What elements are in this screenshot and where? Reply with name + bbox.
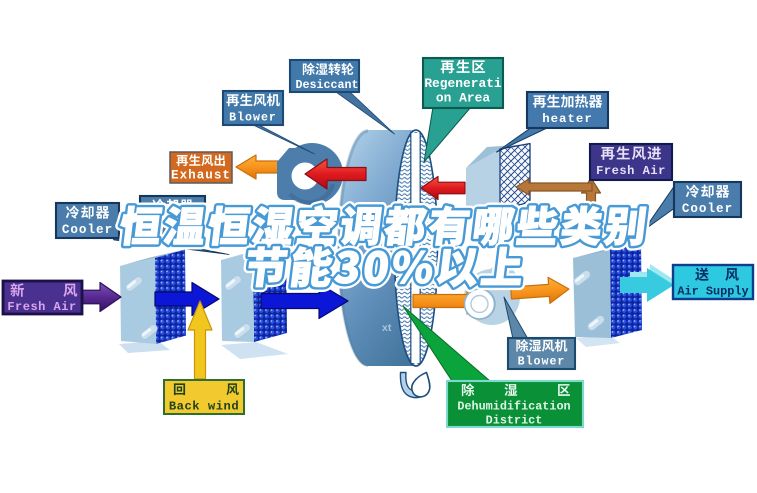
svg-text:Blower: Blower <box>518 356 566 369</box>
svg-text:Back wind: Back wind <box>169 400 239 414</box>
svg-text:Regenerati: Regenerati <box>424 76 502 91</box>
svg-text:Cooler: Cooler <box>682 202 733 216</box>
svg-text:xt: xt <box>382 322 392 334</box>
svg-text:Fresh Air: Fresh Air <box>596 164 666 178</box>
svg-text:Fresh Air: Fresh Air <box>7 300 76 314</box>
svg-text:Dehumidification: Dehumidification <box>457 400 570 414</box>
svg-text:Cooler: Cooler <box>62 223 113 237</box>
svg-text:Desiccant: Desiccant <box>295 78 358 92</box>
svg-text:Air Supply: Air Supply <box>677 285 748 299</box>
svg-text:on Area: on Area <box>436 91 490 106</box>
svg-text:Exhaust: Exhaust <box>171 169 231 183</box>
svg-text:heater: heater <box>542 112 593 126</box>
svg-text:District: District <box>486 414 543 428</box>
svg-text:Blower: Blower <box>229 112 277 125</box>
